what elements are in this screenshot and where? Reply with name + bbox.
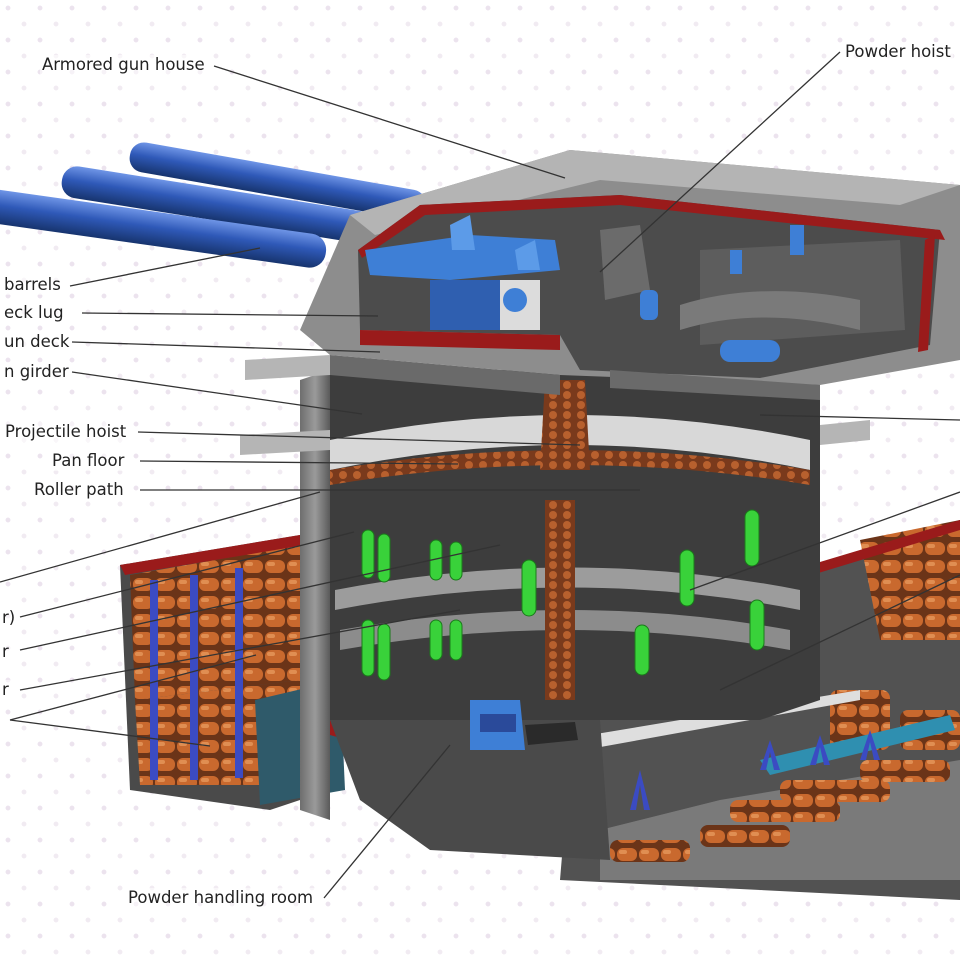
label-barrels: barrels (2, 275, 63, 295)
gun-barrels (0, 142, 426, 268)
leader-lines (0, 51, 960, 899)
barrel-2 (61, 166, 389, 246)
barrel-1 (129, 142, 426, 220)
label-left-fragment-3: r (0, 680, 11, 700)
barrel-3 (0, 189, 327, 268)
armored-gun-house (300, 150, 960, 400)
label-left-fragment-2: r (0, 642, 11, 662)
label-left-fragment-1: r) (0, 608, 18, 628)
label-deck-lug: eck lug (2, 303, 66, 323)
label-gun-deck: un deck (2, 332, 72, 352)
label-powder-handling-room: Powder handling room (126, 888, 316, 908)
barbette (240, 355, 870, 860)
label-roller-path: Roller path (32, 480, 126, 500)
label-girder: n girder (2, 362, 71, 382)
label-projectile-hoist: Projectile hoist (3, 422, 129, 442)
label-powder-hoist: Powder hoist (843, 42, 953, 62)
label-pan-floor: Pan floor (50, 451, 127, 471)
label-armored-gun-house: Armored gun house (40, 55, 207, 75)
